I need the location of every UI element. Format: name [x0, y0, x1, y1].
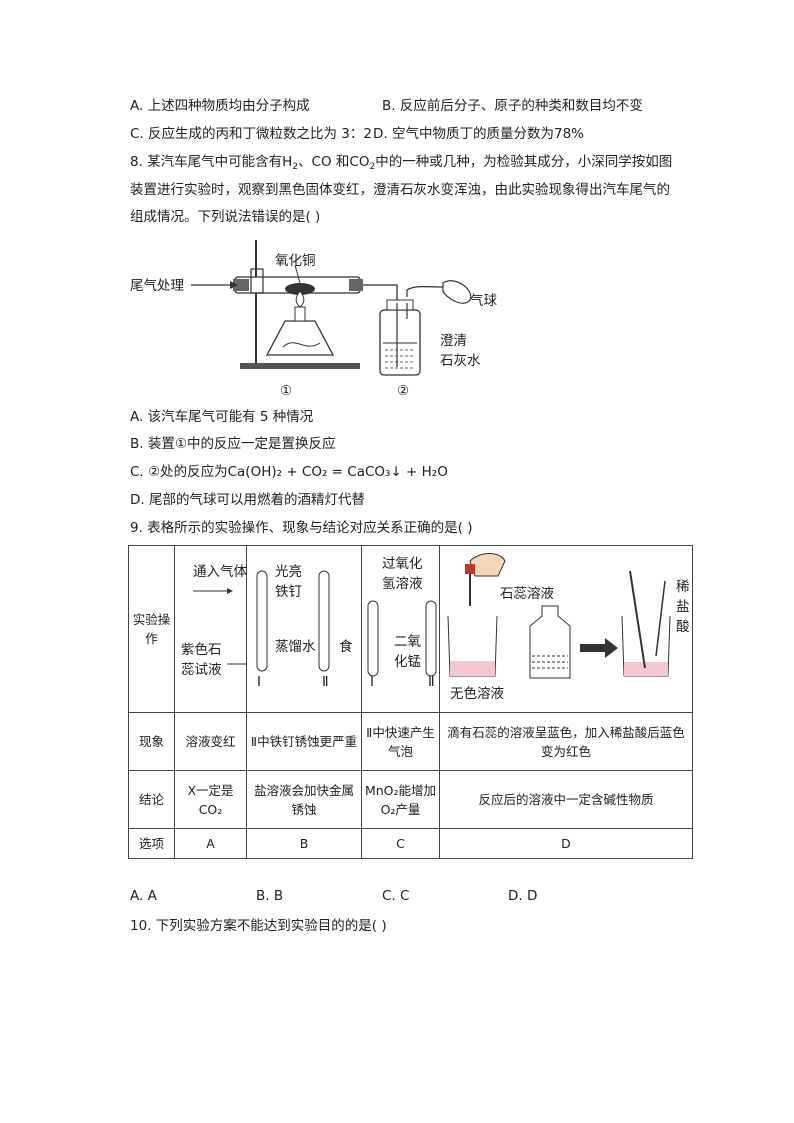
flame [295, 290, 305, 308]
cell-option-d: D [439, 828, 693, 859]
label-tail-gas: 尾气处理 [130, 278, 184, 294]
label-mno2-1: 二氧 [394, 634, 421, 650]
q7-option-a: A. 上述四种物质均由分子构成 [130, 98, 310, 114]
table-row-operation: 实验操 作 通入气体 紫色石 蕊试液 光亮 铁钉 蒸馏水 食 Ⅰ Ⅱ [128, 545, 693, 713]
cell-phenomenon-d: 滴有石蕊的溶液呈蓝色，加入稀盐酸后蓝色变为红色 [439, 712, 693, 771]
label-tube-c2: Ⅱ [428, 674, 435, 690]
figure-c: 过氧化 氢溶液 二氧 化锰 Ⅰ Ⅱ [367, 556, 437, 690]
q7-option-b: B. 反应前后分子、原子的种类和数目均不变 [382, 98, 643, 114]
test-tube-2 [318, 570, 330, 672]
q9-stem: 9. 表格所示的实验操作、现象与结论对应关系正确的是( ) [130, 520, 473, 536]
cell-option-c: C [361, 828, 440, 859]
cell-conclusion-b: 盐溶液会加快金属锈蚀 [246, 770, 362, 829]
copper-oxide-solid [285, 283, 315, 295]
q8-option-d: D. 尾部的气球可以用燃着的酒精灯代替 [130, 492, 365, 508]
cell-conclusion-d: 反应后的溶液中一定含碱性物质 [439, 770, 693, 829]
q9-answer-b: B. B [256, 888, 284, 904]
label-colorless: 无色溶液 [450, 685, 504, 702]
label-tube-c1: Ⅰ [370, 674, 374, 690]
label-acid-3: 酸 [676, 619, 690, 635]
q8-apparatus-figure: 氧化铜 尾气处理 气球 澄清 石灰水 ① ② [130, 240, 497, 399]
label-tube-2: Ⅱ [322, 674, 329, 690]
stopper-left [233, 279, 249, 291]
hand [469, 553, 506, 577]
label-litmus-solution: 石蕊溶液 [500, 586, 554, 602]
cell-operation-a: 通入气体 紫色石 蕊试液 [174, 545, 247, 713]
label-salt: 食 [339, 638, 353, 655]
test-tube-1 [256, 570, 268, 672]
label-acid-1: 稀 [676, 579, 690, 595]
label-copper-oxide: 氧化铜 [275, 253, 316, 269]
row-header-operation: 实验操 作 [128, 545, 175, 713]
cell-operation-b: 光亮 铁钉 蒸馏水 食 Ⅰ Ⅱ [246, 545, 362, 713]
cell-operation-c: 过氧化 氢溶液 二氧 化锰 Ⅰ Ⅱ [361, 545, 440, 713]
q8-stem-line3: 组成情况。下列说法错误的是( ) [130, 209, 321, 225]
q7-option-c: C. 反应生成的丙和丁微粒数之比为 3：2 [130, 126, 372, 142]
label-nail-2: 铁钉 [275, 584, 302, 600]
label-tube-1: Ⅰ [257, 674, 261, 690]
label-mno2-2: 化锰 [394, 654, 421, 670]
cell-phenomenon-c: Ⅱ中快速产生气泡 [361, 712, 440, 771]
figure-a: 通入气体 紫色石 蕊试液 [181, 564, 247, 678]
clamp [250, 268, 264, 294]
label-balloon: 气球 [470, 293, 497, 309]
q9-answer-a: A. A [130, 888, 157, 904]
cell-option-a: A [174, 828, 247, 859]
label-device-1: ① [280, 383, 292, 399]
label-limewater-2: 石灰水 [440, 353, 481, 369]
cell-phenomenon-b: Ⅱ中铁钉锈蚀更严重 [246, 712, 362, 771]
label-gas: 通入气体 [193, 564, 247, 580]
row-header-phenomenon: 现象 [128, 712, 175, 771]
process-arrow [580, 638, 618, 658]
experiment-table: 实验操 作 通入气体 紫色石 蕊试液 光亮 铁钉 蒸馏水 食 Ⅰ Ⅱ [128, 545, 693, 859]
stand-base [240, 363, 360, 369]
cell-conclusion-c: MnO₂能增加O₂产量 [361, 770, 440, 829]
q9-answer-c: C. C [382, 888, 410, 904]
row-header-option: 选项 [128, 828, 175, 859]
label-h2o2-2: 氢溶液 [382, 576, 423, 592]
figure-d: 石蕊溶液 无色溶液 稀 盐 酸 [447, 553, 690, 702]
label-litmus-1: 紫色石 [181, 641, 222, 658]
stopper-right [349, 279, 363, 291]
q8-stem: 8. 某汽车尾气中可能含有H2、CO 和CO2中的一种或几种，为检验其成分，小深… [130, 154, 673, 172]
q8-option-a: A. 该汽车尾气可能有 5 种情况 [130, 409, 314, 425]
cell-operation-d: 石蕊溶液 无色溶液 稀 盐 酸 [439, 545, 693, 713]
q7-option-d: D. 空气中物质丁的质量分数为78% [373, 126, 584, 142]
label-acid-2: 盐 [676, 599, 690, 615]
q9-answer-d: D. D [508, 888, 538, 904]
alcohol-lamp [265, 320, 335, 356]
q10-stem: 10. 下列实验方案不能达到实验目的的是( ) [130, 918, 387, 934]
label-limewater-1: 澄清 [440, 333, 467, 349]
cell-conclusion-a: X一定是CO₂ [174, 770, 247, 829]
table-row-phenomenon: 现象 溶液变红 Ⅱ中铁钉锈蚀更严重 Ⅱ中快速产生气泡 滴有石蕊的溶液呈蓝色，加入… [128, 712, 693, 771]
table-row-option: 选项 A B C D [128, 828, 693, 859]
cell-phenomenon-a: 溶液变红 [174, 712, 247, 771]
label-water: 蒸馏水 [275, 639, 316, 655]
q8-option-c: C. ②处的反应为Ca(OH)₂ + CO₂ = CaCO₃↓ + H₂O [130, 464, 448, 480]
q8-stem-line2: 装置进行实验时，观察到黑色固体变红，澄清石灰水变浑浊，由此实验现象得出汽车尾气的 [130, 182, 670, 198]
label-nail-1: 光亮 [275, 563, 302, 580]
q8-option-b: B. 装置①中的反应一定是置换反应 [130, 436, 336, 452]
label-litmus-2: 蕊试液 [181, 662, 222, 678]
table-row-conclusion: 结论 X一定是CO₂ 盐溶液会加快金属锈蚀 MnO₂能增加O₂产量 反应后的溶液… [128, 770, 693, 829]
label-h2o2-1: 过氧化 [382, 556, 423, 572]
row-header-conclusion: 结论 [128, 770, 175, 829]
figure-b: 光亮 铁钉 蒸馏水 食 Ⅰ Ⅱ [256, 563, 353, 690]
balloon [442, 280, 472, 304]
cell-option-b: B [246, 828, 362, 859]
label-device-2: ② [397, 383, 409, 399]
